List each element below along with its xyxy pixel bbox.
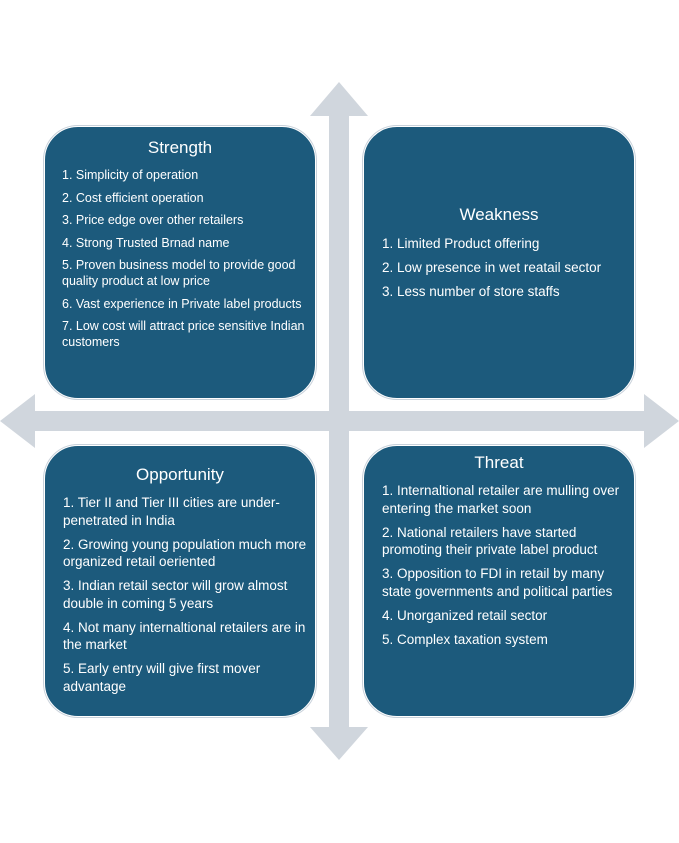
strength-list: 1. Simplicity of operation 2. Cost effic…: [62, 167, 307, 357]
opportunity-title: Opportunity: [136, 465, 224, 484]
strength-quadrant: Strength 1. Simplicity of operation 2. C…: [44, 126, 316, 399]
threat-item: 3. Opposition to FDI in retail by many s…: [382, 566, 613, 599]
strength-title: Strength: [147, 138, 213, 157]
threat-item: 4. Unorganized retail sector: [382, 607, 548, 623]
opportunity-item: 5. Early entry will give first mover adv…: [63, 661, 261, 694]
strength-item: 5. Proven business model to provide good…: [62, 258, 296, 288]
weakness-item: 3. Less number of store staffs: [382, 284, 560, 299]
horizontal-arrow-icon: [0, 394, 679, 448]
weakness-title: Weakness: [459, 205, 539, 224]
opportunity-item: 1. Tier II and Tier III cities are under…: [63, 495, 280, 528]
weakness-quadrant: Weakness 1. Limited Product offering 2. …: [363, 126, 635, 399]
threat-quadrant: Threat 1. Internaltional retailer are mu…: [363, 445, 635, 717]
strength-item: 2. Cost efficient operation: [62, 190, 204, 205]
weakness-list: 1. Limited Product offering 2. Low prese…: [382, 235, 624, 307]
strength-item: 7. Low cost will attract price sensitive…: [62, 319, 305, 349]
strength-item: 3. Price edge over other retailers: [62, 213, 244, 227]
opportunity-list: 1. Tier II and Tier III cities are under…: [63, 494, 307, 702]
threat-item: 2. National retailers have started promo…: [382, 524, 598, 558]
strength-item: 1. Simplicity of operation: [62, 168, 199, 182]
strength-item: 4. Strong Trusted Brnad name: [62, 235, 230, 250]
opportunity-quadrant: Opportunity 1. Tier II and Tier III citi…: [44, 445, 316, 717]
threat-title: Threat: [474, 453, 524, 472]
opportunity-item: 2. Growing young population much more or…: [63, 536, 307, 570]
threat-list: 1. Internaltional retailer are mulling o…: [382, 482, 624, 655]
threat-item: 1. Internaltional retailer are mulling o…: [382, 483, 620, 516]
weakness-item: 1. Limited Product offering: [382, 236, 540, 251]
opportunity-item: 3. Indian retail sector will grow almost…: [63, 578, 288, 611]
threat-item: 5. Complex taxation system: [382, 631, 548, 647]
strength-item: 6. Vast experience in Private label prod…: [62, 296, 302, 311]
weakness-item: 2. Low presence in wet reatail sector: [382, 260, 602, 275]
opportunity-item: 4. Not many internaltional retailers are…: [63, 619, 306, 653]
